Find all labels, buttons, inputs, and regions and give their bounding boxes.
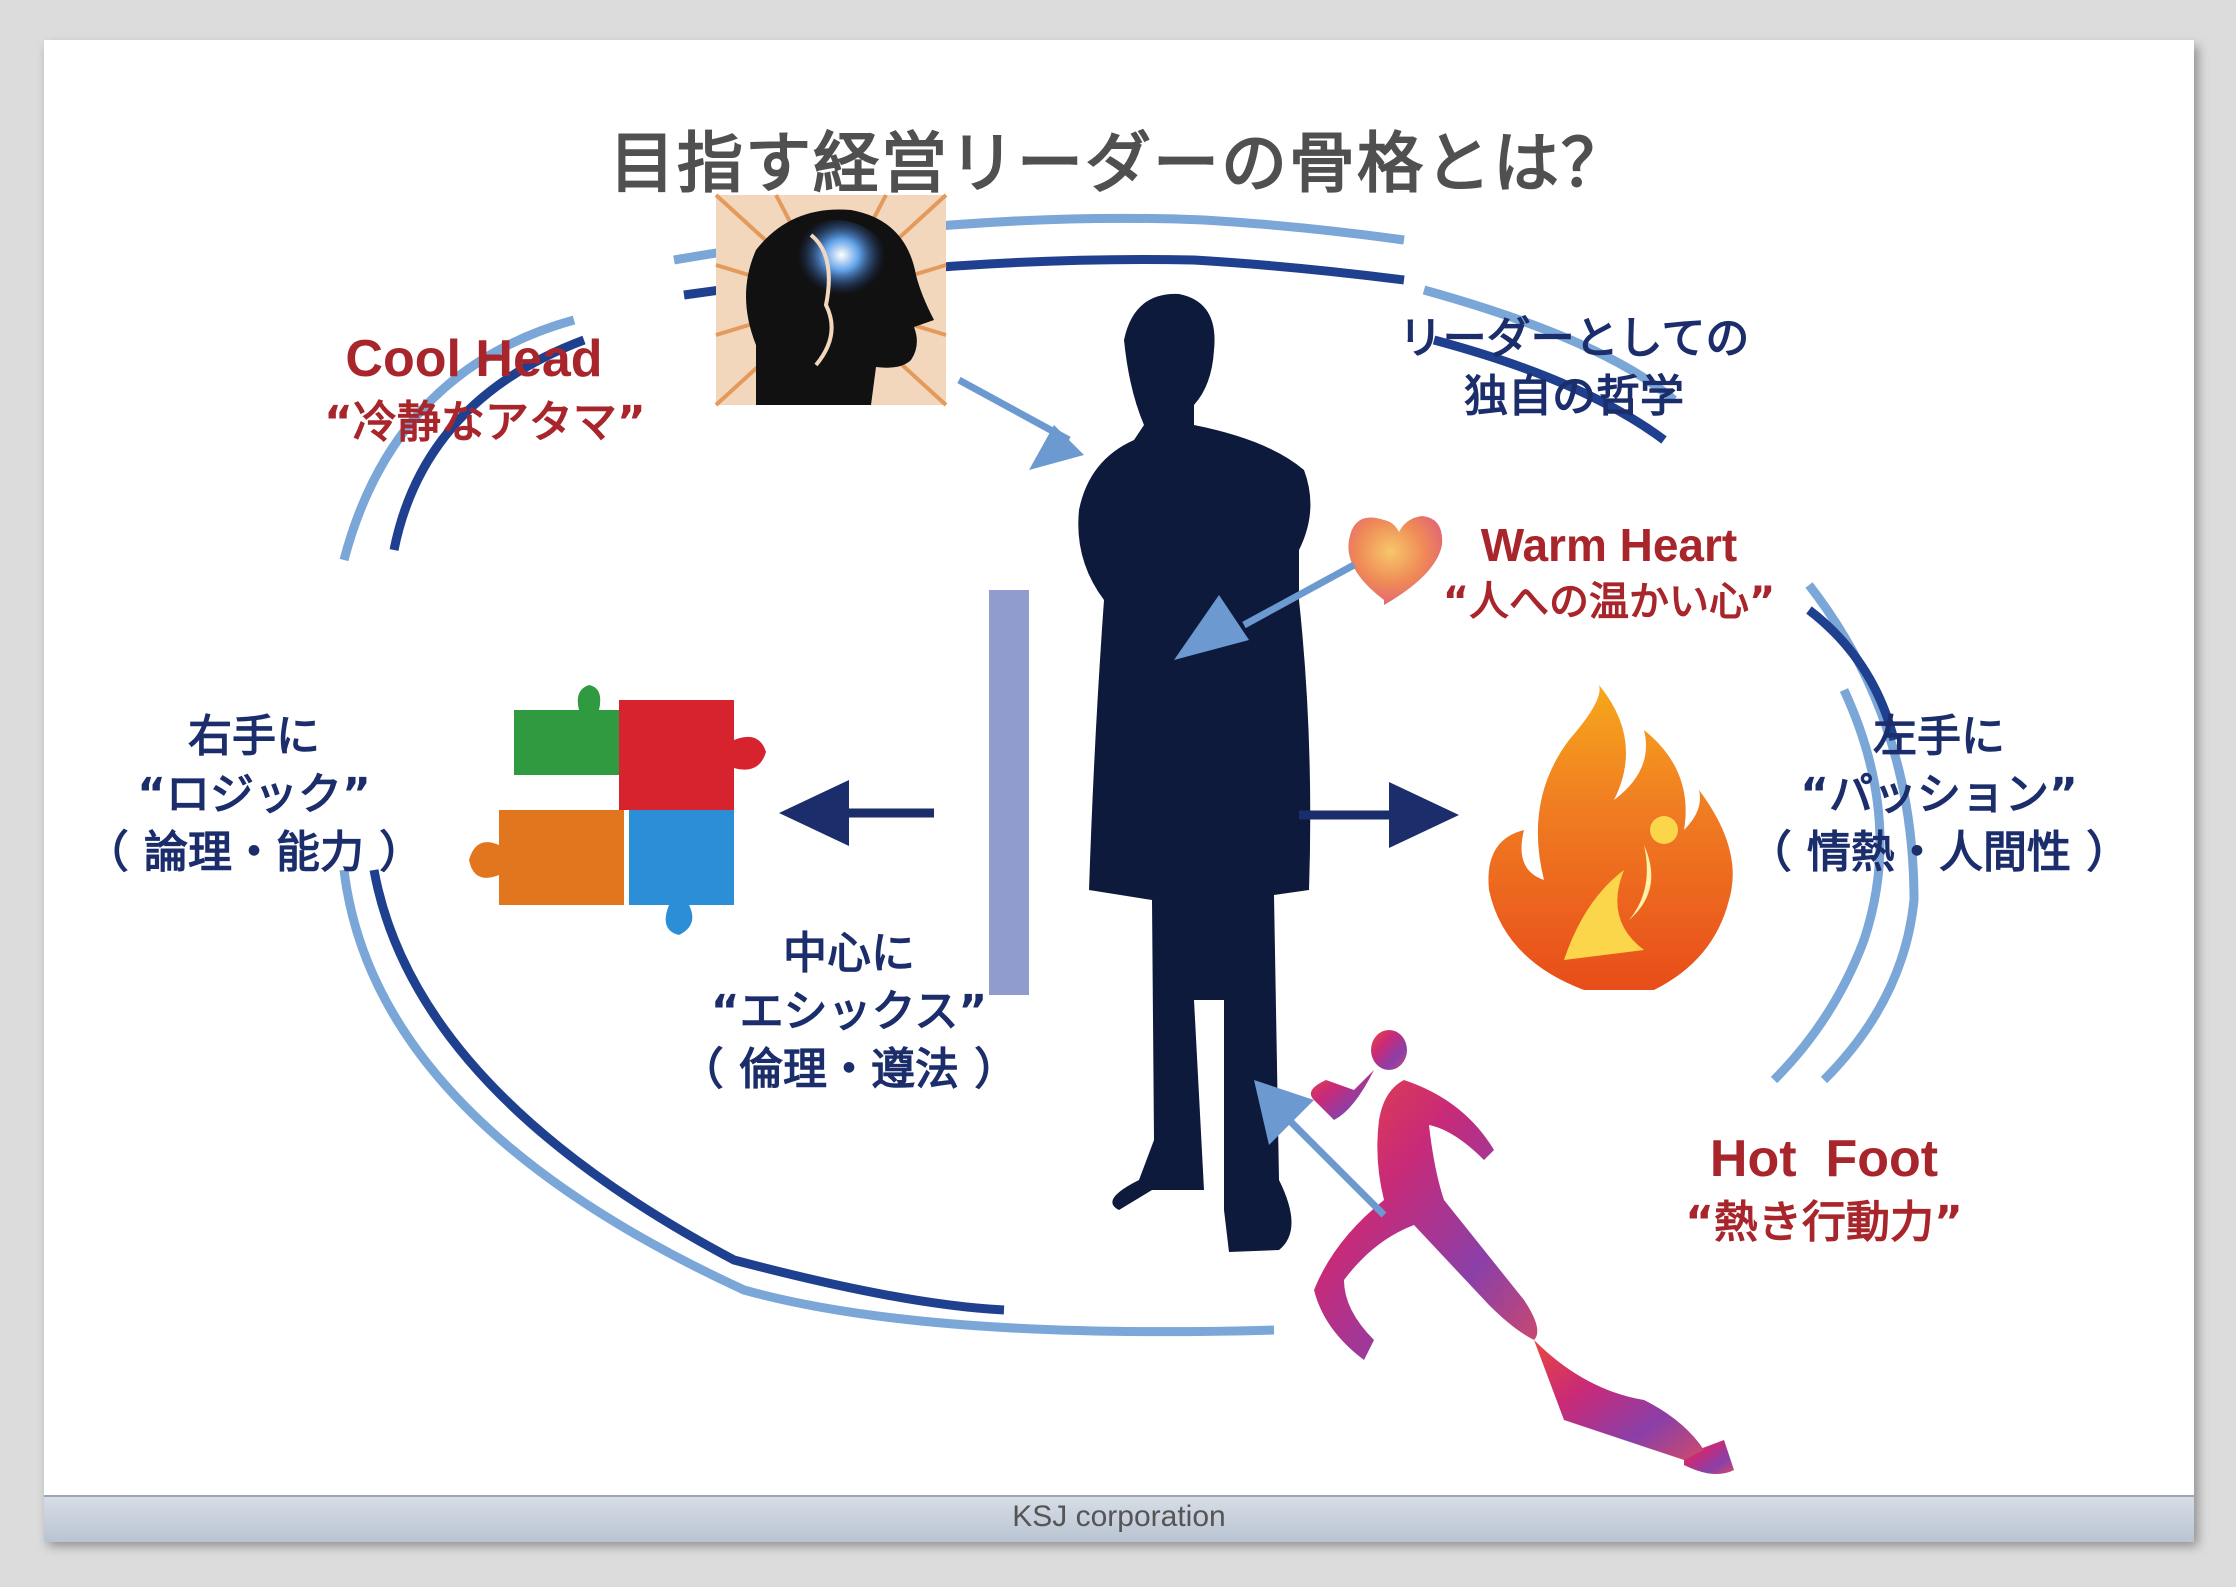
- arrow-left-logic: [779, 780, 934, 846]
- puzzle-icon: [469, 685, 766, 935]
- warm-heart-label: Warm Heart “人への温かい心”: [1424, 515, 1794, 629]
- left-hand-line2: “パッション”: [1744, 766, 2134, 824]
- center-line2: “エシックス”: [679, 983, 1019, 1041]
- center-line3: （ 倫理・遵法 ）: [679, 1041, 1019, 1099]
- right-hand-label: 右手に “ロジック” （ 論理・能力 ）: [84, 708, 424, 882]
- left-hand-label: 左手に “パッション” （ 情熱・人間性 ）: [1744, 708, 2134, 882]
- left-hand-line1: 左手に: [1744, 708, 2134, 766]
- center-line1: 中心に: [679, 925, 1019, 983]
- warm-heart-en: Warm Heart: [1424, 515, 1794, 576]
- cool-head-en: Cool Head: [324, 325, 624, 394]
- cool-head-label: Cool Head “冷静なアタマ”: [324, 325, 624, 452]
- hot-foot-label: Hot Foot “熱き行動力”: [1664, 1125, 1984, 1252]
- warm-heart-jp: “人への温かい心”: [1424, 576, 1794, 629]
- right-hand-line1: 右手に: [84, 708, 424, 766]
- hot-foot-jp: “熱き行動力”: [1664, 1194, 1984, 1252]
- arrow-cool-head: [959, 380, 1084, 470]
- left-hand-line3: （ 情熱・人間性 ）: [1744, 824, 2134, 882]
- philosophy-label: リーダーとしての 独自の哲学: [1364, 310, 1784, 426]
- hot-foot-en: Hot Foot: [1664, 1125, 1984, 1194]
- slide: 目指す経営リーダーの骨格とは？: [44, 40, 2194, 1540]
- flame-icon: [1488, 685, 1732, 990]
- right-hand-line2: “ロジック”: [84, 766, 424, 824]
- cool-head-jp: “冷静なアタマ”: [324, 394, 624, 452]
- footer-text: KSJ corporation: [44, 1500, 2194, 1534]
- arrow-right-passion: [1299, 782, 1459, 848]
- philosophy-line2: 独自の哲学: [1364, 368, 1784, 426]
- cool-head-image: [716, 195, 946, 405]
- runner-icon: [1311, 1030, 1734, 1474]
- philosophy-line1: リーダーとしての: [1364, 310, 1784, 368]
- center-label: 中心に “エシックス” （ 倫理・遵法 ）: [679, 925, 1019, 1099]
- right-hand-line3: （ 論理・能力 ）: [84, 824, 424, 882]
